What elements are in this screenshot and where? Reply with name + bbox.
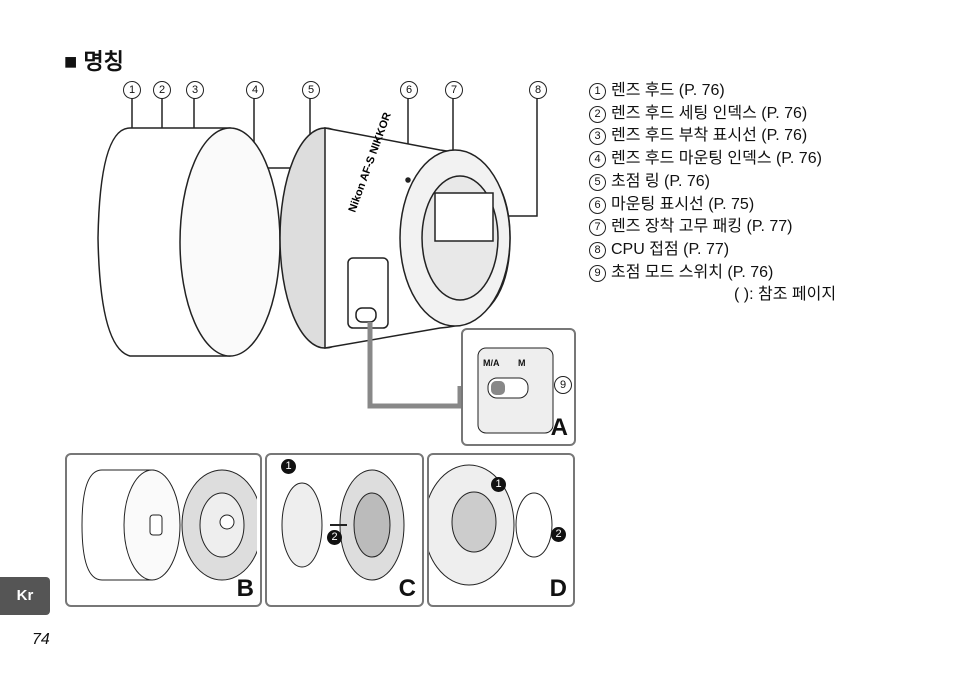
callout-4: 4 — [246, 81, 264, 99]
language-tab: Kr — [0, 577, 50, 615]
callout-9: 9 — [554, 376, 572, 394]
callout-1: 1 — [123, 81, 141, 99]
lens-illustration: Nikon AF-S NIKKOR — [97, 98, 538, 409]
panel-d-rear-cap: 1 2 D — [427, 453, 575, 607]
callout-2: 2 — [153, 81, 171, 99]
step-1-badge: 1 — [281, 459, 296, 474]
callout-3: 3 — [186, 81, 204, 99]
panel-label-a: A — [550, 414, 568, 441]
step-2-badge: 2 — [551, 527, 566, 542]
panel-c-lens-cap: 1 2 C — [265, 453, 424, 607]
switch-label-ma: M/A — [483, 358, 500, 368]
step-2-badge: 2 — [327, 530, 342, 545]
panel-b-hood-attach: B — [65, 453, 262, 607]
inset-a-focus-switch: M/A M 9 A — [461, 328, 576, 446]
callout-8: 8 — [529, 81, 547, 99]
switch-label-m: M — [518, 358, 526, 368]
page-number: 74 — [32, 631, 50, 648]
callout-5: 5 — [302, 81, 320, 99]
callout-6: 6 — [400, 81, 418, 99]
panel-label-b: B — [236, 575, 254, 602]
reference-note: ( ): 참조 페이지 — [734, 286, 837, 304]
section-title: ■ 명칭 — [64, 49, 124, 74]
step-1-badge: 1 — [491, 477, 506, 492]
panel-label-d: D — [549, 575, 567, 602]
callout-7: 7 — [445, 81, 463, 99]
panel-label-c: C — [398, 575, 416, 602]
